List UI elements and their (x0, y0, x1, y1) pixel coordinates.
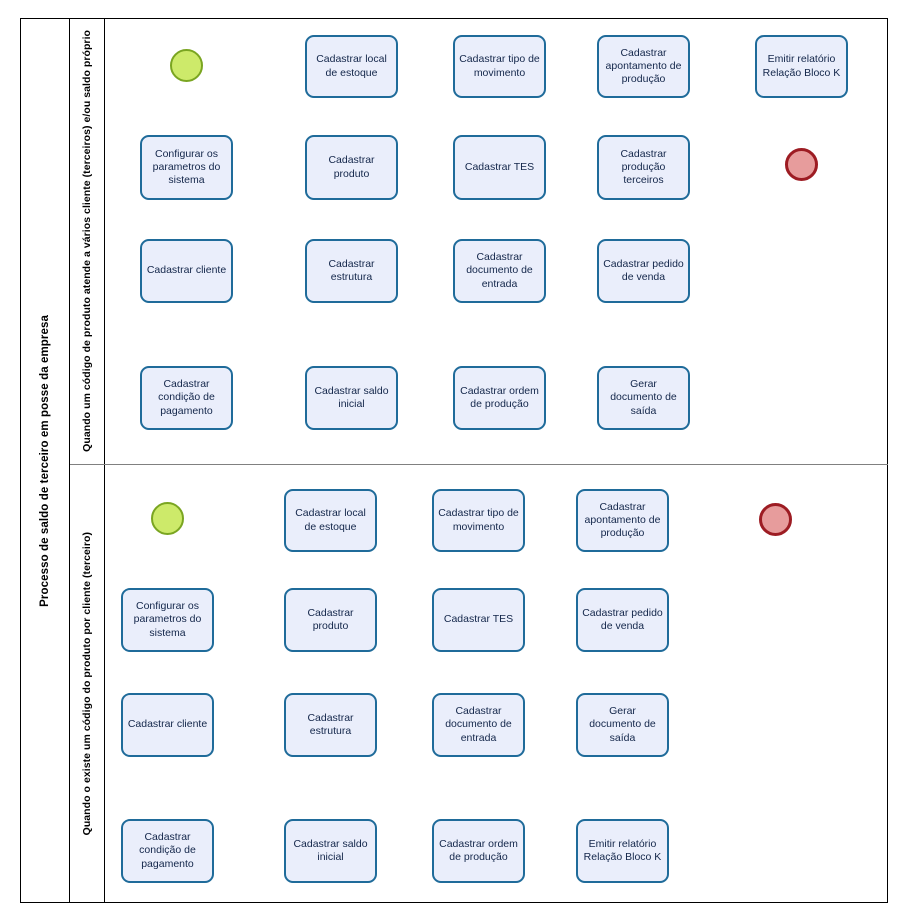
task-label: Cadastrar ordem de produção (460, 384, 539, 410)
task-label: Cadastrar tipo de movimento (459, 53, 540, 79)
task-label: Cadastrar condição de pagamento (158, 378, 215, 417)
lane-2-end-event[interactable] (759, 503, 792, 536)
task-label: Cadastrar local de estoque (316, 53, 387, 79)
task-label: Cadastrar produto (328, 154, 375, 180)
lane-1-col-3-task-3[interactable]: Cadastrar documento de entrada (453, 239, 546, 303)
task-label: Cadastrar estrutura (307, 711, 354, 737)
lane-1-start-event[interactable] (170, 49, 203, 82)
lane-2: Quando o existe um código do produto por… (70, 464, 888, 903)
lane-1-col-3-task-2[interactable]: Cadastrar TES (453, 135, 546, 200)
task-label: Cadastrar pedido de venda (603, 257, 684, 283)
task-label: Configurar os parametros do sistema (133, 600, 202, 639)
lane-1-col-2-task-4[interactable]: Cadastrar saldo inicial (305, 366, 398, 430)
task-label: Cadastrar condição de pagamento (139, 831, 196, 870)
lane-1-col-2-task-2[interactable]: Cadastrar produto (305, 135, 398, 200)
lane-1-label-cell: Quando um código de produto atende a vár… (70, 18, 105, 464)
task-label: Cadastrar produto (307, 606, 354, 632)
pool-title: Processo de saldo de terceiro em posse d… (20, 18, 70, 903)
task-label: Cadastrar ordem de produção (439, 837, 518, 863)
task-label: Emitir relatório Relação Bloco K (583, 837, 662, 863)
task-label: Gerar documento de saída (589, 705, 656, 744)
task-label: Cadastrar tipo de movimento (438, 507, 519, 533)
lane-2-col-4-task-1[interactable]: Cadastrar apontamento de produção (576, 489, 669, 552)
lane-2-col-3-task-4[interactable]: Cadastrar ordem de produção (432, 819, 525, 883)
lane-2-col-2-task-2[interactable]: Cadastrar produto (284, 588, 377, 652)
task-label: Cadastrar cliente (127, 718, 208, 731)
lane-1-col-1-task-2[interactable]: Cadastrar cliente (140, 239, 233, 303)
lane-1-label: Quando um código de produto atende a vár… (81, 30, 93, 452)
task-label: Cadastrar apontamento de produção (605, 46, 682, 86)
lane-1-col-4-task-1[interactable]: Cadastrar apontamento de produção (597, 35, 690, 98)
lane-1-col-4-task-2[interactable]: Cadastrar produção terceiros (597, 135, 690, 200)
lane-1-col-4-task-4[interactable]: Gerar documento de saída (597, 366, 690, 430)
lane-1-col-3-task-1[interactable]: Cadastrar tipo de movimento (453, 35, 546, 98)
lane-1-col-2-task-1[interactable]: Cadastrar local de estoque (305, 35, 398, 98)
lane-2-label-cell: Quando o existe um código do produto por… (70, 465, 105, 903)
task-label: Cadastrar saldo inicial (293, 837, 368, 863)
lane-2-col-2-task-4[interactable]: Cadastrar saldo inicial (284, 819, 377, 883)
lane-2-col-1-task-1[interactable]: Configurar os parametros do sistema (121, 588, 214, 652)
task-label: Cadastrar estrutura (328, 257, 375, 283)
lane-2-label: Quando o existe um código do produto por… (81, 532, 93, 836)
lane-2-col-2-task-1[interactable]: Cadastrar local de estoque (284, 489, 377, 552)
lane-2-col-4-task-3[interactable]: Gerar documento de saída (576, 693, 669, 757)
task-label: Configurar os parametros do sistema (152, 147, 221, 187)
task-label: Emitir relatório Relação Bloco K (762, 53, 841, 79)
lane-2-col-3-task-1[interactable]: Cadastrar tipo de movimento (432, 489, 525, 552)
lane-2-start-event[interactable] (151, 502, 184, 535)
pool-title-label: Processo de saldo de terceiro em posse d… (38, 314, 51, 607)
lane-1: Quando um código de produto atende a vár… (70, 18, 888, 464)
task-label: Cadastrar pedido de venda (582, 606, 663, 632)
task-label: Cadastrar TES (443, 613, 514, 626)
lane-2-col-4-task-2[interactable]: Cadastrar pedido de venda (576, 588, 669, 652)
task-label: Gerar documento de saída (610, 378, 677, 417)
task-label: Cadastrar local de estoque (295, 507, 366, 533)
lane-1-end-event[interactable] (785, 148, 818, 181)
lane-2-col-4-task-4[interactable]: Emitir relatório Relação Bloco K (576, 819, 669, 883)
task-label: Cadastrar saldo inicial (314, 384, 389, 410)
task-label: Cadastrar produção terceiros (620, 147, 667, 187)
task-label: Cadastrar cliente (146, 264, 227, 277)
lane-2-col-1-task-3[interactable]: Cadastrar condição de pagamento (121, 819, 214, 883)
lane-2-col-1-task-2[interactable]: Cadastrar cliente (121, 693, 214, 757)
task-label: Cadastrar documento de entrada (466, 251, 533, 290)
task-label: Cadastrar documento de entrada (445, 705, 512, 744)
task-label: Cadastrar TES (464, 160, 535, 173)
lane-1-col-1-task-1[interactable]: Configurar os parametros do sistema (140, 135, 233, 200)
lane-1-col-2-task-3[interactable]: Cadastrar estrutura (305, 239, 398, 303)
lane-1-col-4-task-3[interactable]: Cadastrar pedido de venda (597, 239, 690, 303)
lane-2-col-3-task-2[interactable]: Cadastrar TES (432, 588, 525, 652)
lane-2-col-2-task-3[interactable]: Cadastrar estrutura (284, 693, 377, 757)
lane-1-col-3-task-4[interactable]: Cadastrar ordem de produção (453, 366, 546, 430)
lane-1-col-1-task-3[interactable]: Cadastrar condição de pagamento (140, 366, 233, 430)
lane-1-col-5-task-1[interactable]: Emitir relatório Relação Bloco K (755, 35, 848, 98)
task-label: Cadastrar apontamento de produção (584, 500, 661, 540)
lane-2-col-3-task-3[interactable]: Cadastrar documento de entrada (432, 693, 525, 757)
